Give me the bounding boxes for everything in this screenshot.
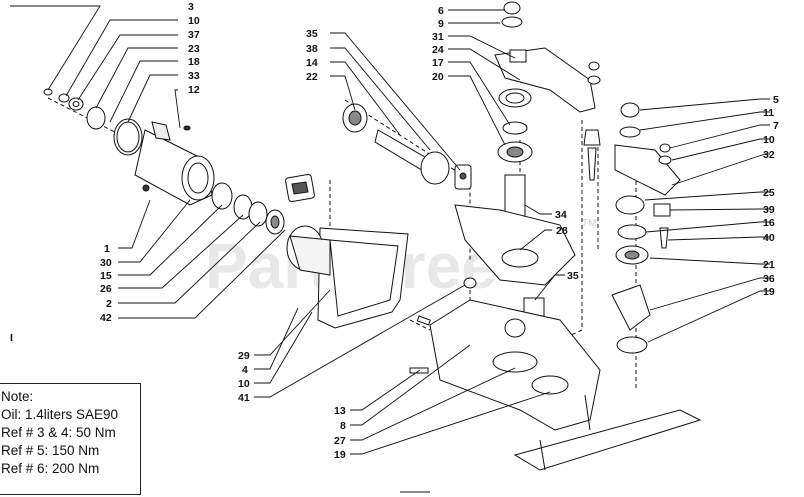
part-label: 1 <box>104 243 110 255</box>
part-label: 35 <box>567 270 579 282</box>
part-label: 15 <box>100 270 112 282</box>
part-label: 38 <box>306 43 318 55</box>
part-label: 10 <box>763 134 775 146</box>
leader-lines <box>10 5 770 455</box>
part-label: 24 <box>432 44 444 56</box>
part-label: 22 <box>306 71 318 83</box>
part-label: 13 <box>334 405 346 417</box>
note-line: Ref # 6: 200 Nm <box>1 461 100 476</box>
part-label: 29 <box>238 350 250 362</box>
part-label: 40 <box>763 232 775 244</box>
flange-housing <box>286 225 409 329</box>
part-label: 37 <box>188 29 200 41</box>
part-label: 10 <box>238 378 250 390</box>
blade-section <box>400 394 702 493</box>
part-label: 3 <box>188 1 194 13</box>
mid-top-labels: 35 38 14 22 <box>306 28 318 83</box>
right-parts-stack <box>611 102 681 354</box>
part-label: 23 <box>188 43 200 55</box>
part-label: 36 <box>763 273 775 285</box>
note-line: Oil: 1.4liters SAE90 <box>1 407 119 422</box>
part-label: 26 <box>100 283 112 295</box>
part-label: 8 <box>340 420 346 432</box>
part-label: 30 <box>100 257 112 269</box>
part-label: 4 <box>242 364 248 376</box>
part-label: 19 <box>334 449 346 461</box>
part-label: 33 <box>188 70 200 82</box>
part-label: 19 <box>763 286 775 298</box>
part-label: 35 <box>306 28 318 40</box>
central-yoke-assembly <box>454 1 601 319</box>
part-label: 12 <box>188 84 200 96</box>
center-top-labels: 6 9 31 24 17 20 <box>432 5 444 83</box>
part-label: 32 <box>763 149 775 161</box>
part-label: 10 <box>188 15 200 27</box>
part-label: 28 <box>556 225 568 237</box>
part-label: 27 <box>334 435 346 447</box>
part-label: 14 <box>306 57 318 69</box>
part-label: 42 <box>100 312 112 324</box>
part-label: 18 <box>188 56 200 68</box>
part-label: 34 <box>555 209 567 221</box>
part-label: 21 <box>763 259 775 271</box>
note-line: Ref # 3 & 4: 50 Nm <box>1 425 116 440</box>
part-label: 6 <box>438 5 444 17</box>
center-mid-labels: 34 28 35 <box>555 209 579 282</box>
note-box: Note: Oil: 1.4liters SAE90 Ref # 3 & 4: … <box>0 383 141 495</box>
part-label: 25 <box>763 187 775 199</box>
input-shaft-assembly <box>342 103 472 190</box>
left-top-labels: 3 10 37 23 18 33 12 <box>188 1 200 96</box>
note-line: Ref # 5: 150 Nm <box>1 443 100 458</box>
mid-bottom-labels: 29 4 10 41 13 8 27 19 <box>238 350 346 461</box>
watermark-trademark: TM <box>582 218 596 229</box>
part-label: 16 <box>763 217 775 229</box>
part-label: 11 <box>763 107 774 119</box>
part-label: 5 <box>773 94 779 106</box>
part-label: 2 <box>106 298 112 310</box>
part-label: 39 <box>763 204 775 216</box>
left-housing-assembly <box>43 88 315 235</box>
part-label: 41 <box>238 392 250 404</box>
right-labels: 5 11 7 10 32 25 39 16 40 21 36 19 <box>763 94 779 298</box>
note-title: Note: <box>1 389 34 404</box>
part-label: 20 <box>432 71 444 83</box>
part-label: 17 <box>432 57 444 69</box>
part-label: 31 <box>432 31 444 43</box>
lower-main-housing <box>409 277 601 431</box>
left-bottom-labels: 1 30 15 26 2 42 <box>100 243 112 324</box>
part-label: 9 <box>438 18 444 30</box>
stray-mark: I <box>10 332 13 344</box>
part-label: 7 <box>773 120 779 132</box>
